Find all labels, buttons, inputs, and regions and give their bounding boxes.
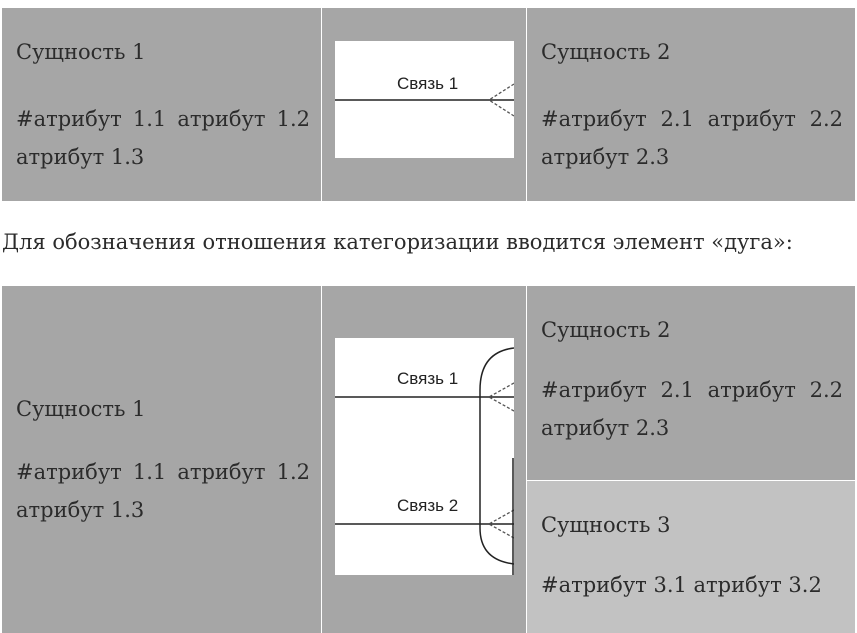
table2-cell-entity-2: Сущность 2 #атрибут 2.1 атрибут 2.2 атри… [527,286,855,480]
table2-cell-entity-3: Сущность 3 #атрибут 3.1 атрибут 3.2 [527,481,855,633]
entity-attributes: #атрибут 2.1 атрибут 2.2 атрибут 2.3 [541,107,843,169]
body-paragraph: Для обозначения отношения категоризации … [2,230,793,254]
table1-cell-entity-2: Сущность 2 #атрибут 2.1 атрибут 2.2 атри… [527,8,855,201]
entity-title: Сущность 2 [541,40,671,64]
table1-cell-entity-1: Сущность 1 #атрибут 1.1 атрибут 1.2 атри… [2,8,321,201]
entity-title: Сущность 3 [541,513,671,537]
categorization-diagram: Связь 1 Связь 2 [335,338,514,575]
entity-attributes: #атрибут 3.1 атрибут 3.2 [541,573,822,597]
relationship-diagram: Связь 1 [335,41,514,158]
table1-cell-relationship: Связь 1 [322,8,526,201]
relationship-label-2: Связь 2 [397,496,458,515]
category-arc [479,347,514,565]
table2-cell-entity-1: Сущность 1 #атрибут 1.1 атрибут 1.2 атри… [2,286,321,633]
table2-cell-relationships: Связь 1 Связь 2 [322,286,526,633]
entity-title: Сущность 1 [16,40,146,64]
entity-attributes: #атрибут 2.1 атрибут 2.2 атрибут 2.3 [541,378,843,440]
entity-attributes: #атрибут 1.1 атрибут 1.2 атрибут 1.3 [16,107,310,169]
relationship-label: Связь 1 [397,74,458,93]
relationship-label-1: Связь 1 [397,369,458,388]
entity-attributes: #атрибут 1.1 атрибут 1.2 атрибут 1.3 [16,460,310,522]
entity-title: Сущность 2 [541,318,671,342]
entity-title: Сущность 1 [16,397,146,421]
